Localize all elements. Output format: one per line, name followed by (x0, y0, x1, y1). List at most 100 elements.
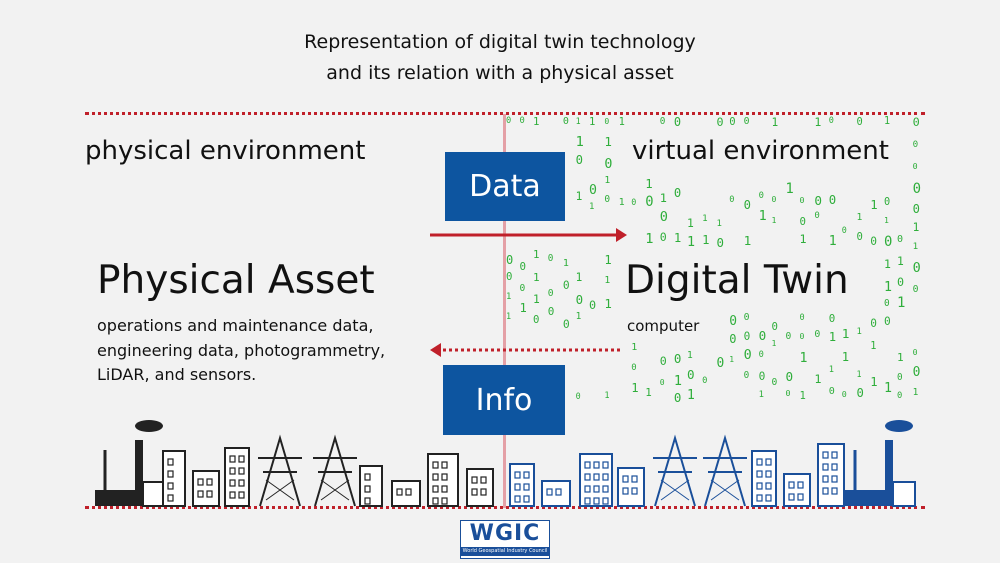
binary-digit: 0 (716, 234, 725, 250)
binary-digit: 0 (828, 311, 836, 325)
window (238, 467, 245, 475)
binary-digit: 0 (883, 297, 890, 309)
binary-digit: 0 (883, 196, 891, 209)
window (831, 475, 838, 483)
binary-digit: 0 (519, 259, 526, 273)
window (822, 463, 829, 471)
binary-digit: 0 (533, 312, 540, 326)
binary-digit: 0 (575, 291, 584, 307)
binary-digit: 0 (814, 211, 820, 222)
binary-digit: 0 (771, 376, 778, 388)
binary-digit: 1 (575, 190, 583, 204)
window (480, 476, 487, 484)
binary-digit: 0 (785, 368, 794, 384)
binary-digit: 1 (687, 234, 696, 250)
binary-digit: 0 (912, 138, 919, 150)
binary-digit: 0 (589, 182, 597, 198)
binary-digit: 0 (673, 185, 682, 200)
window (593, 461, 600, 469)
window (765, 458, 772, 466)
binary-digit: 1 (814, 371, 822, 386)
window (167, 458, 174, 466)
chimney (135, 440, 143, 506)
window (206, 490, 213, 498)
window (584, 497, 591, 505)
data-box: Data (445, 152, 565, 221)
binary-digit: 0 (631, 197, 637, 208)
binary-digit: 1 (799, 389, 806, 402)
physical-environment-label: physical environment (85, 136, 366, 166)
window (197, 490, 204, 498)
binary-digit: 0 (604, 116, 610, 126)
title-line-1: Representation of digital twin technolog… (304, 31, 696, 53)
binary-digit: 0 (743, 348, 752, 364)
binary-digit: 0 (659, 209, 668, 226)
binary-digit: 0 (659, 354, 667, 369)
binary-digit: 0 (758, 191, 764, 202)
binary-digit: 1 (575, 116, 581, 126)
binary-digit: 1 (758, 389, 764, 400)
binary-digit: 0 (814, 329, 821, 341)
binary-digit: 0 (870, 234, 877, 248)
binary-digit: 0 (729, 195, 735, 206)
building (509, 463, 535, 507)
factory-building (142, 481, 166, 507)
window (441, 485, 448, 493)
logo-text: WGIC (469, 521, 541, 546)
binary-digit: 0 (729, 313, 738, 329)
binary-digit: 1 (883, 256, 891, 271)
window (167, 482, 174, 490)
binary-digit: 1 (604, 174, 611, 186)
power-pylon (314, 434, 356, 507)
binary-digit: 0 (519, 116, 525, 126)
window (238, 479, 245, 487)
building (817, 443, 845, 507)
window (432, 473, 439, 481)
binary-digit: 1 (659, 191, 667, 206)
binary-digit: 0 (912, 180, 921, 197)
building (783, 473, 811, 507)
window (364, 473, 371, 481)
binary-digit: 1 (631, 342, 638, 354)
binary-digit: 0 (659, 230, 667, 245)
binary-digit: 0 (771, 194, 777, 205)
binary-digit: 1 (897, 294, 906, 311)
binary-digit: 1 (618, 116, 625, 128)
window (631, 487, 638, 495)
description-line: operations and maintenance data, (97, 316, 374, 335)
binary-digit: 0 (505, 253, 514, 268)
description-line: LiDAR, and sensors. (97, 365, 257, 384)
binary-digit: 0 (912, 283, 919, 295)
physical-asset-description: operations and maintenance data, enginee… (97, 314, 385, 388)
window (602, 485, 609, 493)
binary-digit: 0 (814, 192, 823, 208)
binary-digit: 1 (799, 232, 807, 247)
binary-digit: 0 (856, 230, 863, 243)
binary-digit: 0 (505, 116, 512, 126)
binary-digit: 1 (702, 233, 710, 248)
binary-digit: 0 (771, 320, 778, 334)
binary-digit: 1 (828, 329, 837, 344)
window (584, 485, 591, 493)
binary-digit: 1 (645, 386, 652, 400)
info-box: Info (443, 365, 565, 435)
window (622, 475, 629, 483)
factory-building (892, 481, 916, 507)
binary-digit: 1 (533, 271, 540, 285)
binary-digit: 0 (743, 116, 750, 127)
window (167, 470, 174, 478)
window (441, 497, 448, 505)
window (471, 476, 478, 484)
binary-digit: 0 (799, 214, 806, 228)
window (602, 473, 609, 481)
window (480, 488, 487, 496)
binary-digit: 0 (562, 116, 569, 127)
chimney (885, 440, 893, 506)
binary-digit: 0 (562, 279, 570, 293)
binary-digit: 1 (870, 198, 878, 213)
data-arrow (430, 228, 627, 242)
window (441, 461, 448, 469)
building (751, 450, 777, 507)
binary-digit: 0 (799, 194, 805, 205)
